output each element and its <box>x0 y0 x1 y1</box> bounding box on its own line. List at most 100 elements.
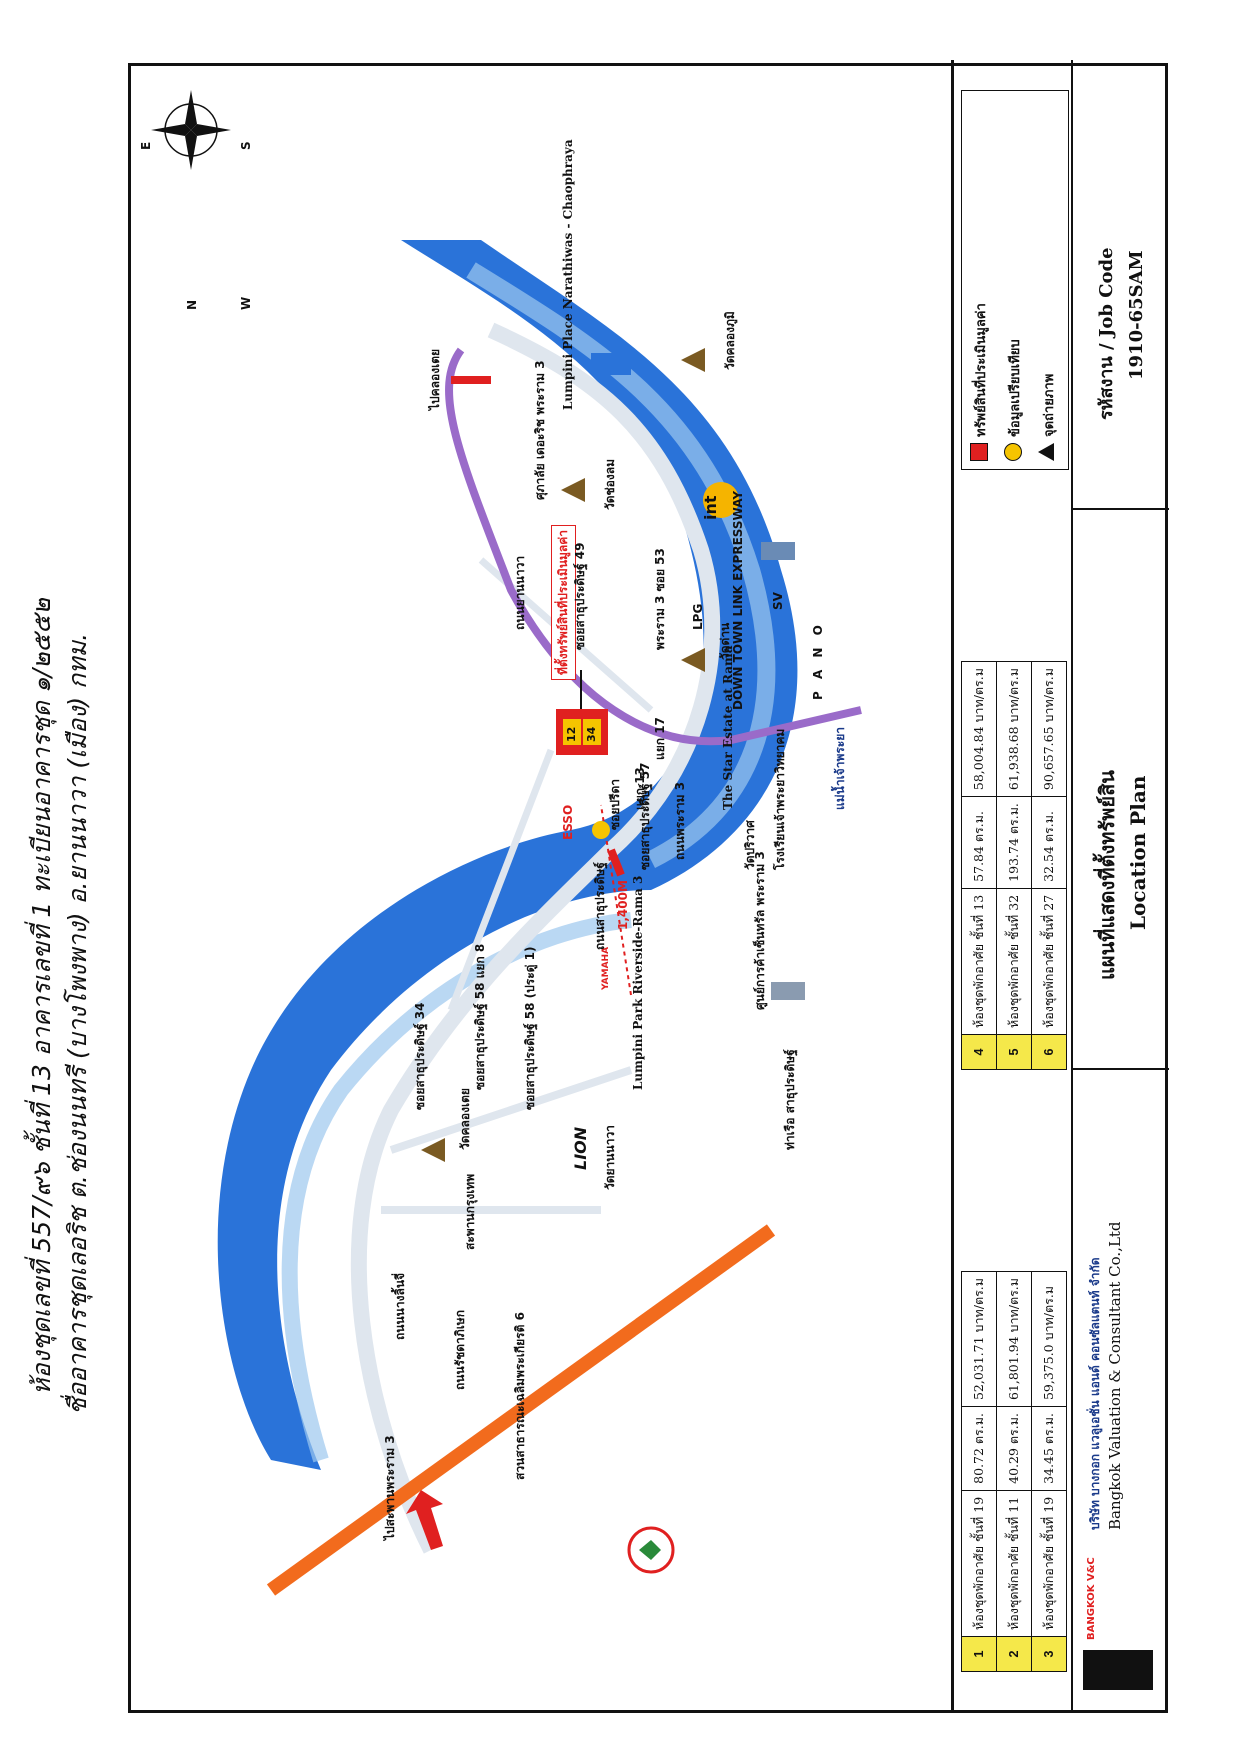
subject-badge-top: 12 <box>565 726 578 742</box>
orange-expressway <box>266 1224 776 1596</box>
compass-rose <box>151 90 231 170</box>
row-area: 40.29 ตร.ม. <box>996 1406 1032 1491</box>
central-rama3-label: ศูนย์การค้าเซ็นทรัล พระราม 3 <box>753 851 767 1010</box>
soi-13-label: แยก 13 <box>633 767 647 810</box>
table-row: 1 ห้องชุดพักอาศัย ชั้นที่ 19 80.72 ตร.ม.… <box>961 1271 997 1672</box>
esso-label: ESSO <box>561 804 575 840</box>
building-icon-3 <box>771 982 805 1000</box>
temple-icon-2 <box>561 478 585 502</box>
company-logo <box>1083 1650 1153 1690</box>
map-frame: N W S E ที่ตั้งทรัพย์สินที่ประเมินมูลค่า… <box>128 60 1169 1713</box>
job-code-label: รหัสงาน / Job Code <box>1096 247 1117 420</box>
row-area: 57.84 ตร.ม. <box>961 796 997 889</box>
compare-marker-2 <box>703 482 739 518</box>
compass-w: W <box>239 296 253 310</box>
row-number: 4 <box>961 1034 997 1070</box>
footer-divider <box>1071 60 1073 1710</box>
row-desc: ห้องชุดพักอาศัย ชั้นที่ 13 <box>961 888 997 1035</box>
temple-icon-3 <box>681 348 705 372</box>
yan-nawa-road-label: ถนนยานนาวา <box>513 555 527 630</box>
job-code-value: 1910-65SAM <box>1126 250 1147 380</box>
footer-sep-2 <box>1073 508 1169 510</box>
row-number: 3 <box>1031 1636 1067 1672</box>
row-price: 90,657.65 บาท/ตร.ม <box>1031 661 1067 797</box>
handwritten-line-1: ห้องชุดเลขที่ 557/๙๖ ชั้นที่ 13 อาคารเลข… <box>27 598 56 1395</box>
row-number: 2 <box>996 1636 1032 1672</box>
chao-phraya-label: แม่น้ำเจ้าพระยา <box>833 726 847 810</box>
compare-marker-1 <box>592 821 610 839</box>
soi-sathu-58-label: ซอยสาธุประดิษฐ์ 58 แยก 8 <box>473 943 487 1090</box>
distance-label: 1,400M <box>616 880 630 930</box>
school-label: โรงเรียนเจ้าพระยาวิทยาคม <box>773 728 787 870</box>
wat-chong-lom-label: วัดคลองภูมิ <box>723 311 737 370</box>
soi-sathu-34-label: ซอยสาธุประดิษฐ์ 34 <box>413 1002 427 1110</box>
building-icon-2 <box>761 542 795 560</box>
company-name-en: Bangkok Valuation & Consultant Co.,Ltd <box>1106 1221 1124 1530</box>
table-row: 3 ห้องชุดพักอาศัย ชั้นที่ 19 34.45 ตร.ม.… <box>1031 1271 1067 1672</box>
supalai-label: ศุภาลัย เดอะริช พระราม 3 <box>533 360 547 500</box>
ratchadaphisek-label: ถนนรัชดาภิเษก <box>453 1310 467 1390</box>
rama3-road-label: ถนนพระราม 3 <box>673 781 687 860</box>
compass-e: E <box>139 141 153 150</box>
soi-sathu-49-label: ซอยสาธุประดิษฐ์ 49 <box>573 542 587 650</box>
company-name-th: บริษัท บางกอก แวลูเอชั่น แอนด์ คอนซัลแตน… <box>1088 1257 1102 1530</box>
row-price: 59,375.0 บาท/ตร.ม <box>1031 1271 1067 1407</box>
row-price: 58,004.84 บาท/ตร.ม <box>961 661 997 797</box>
soi-prida-label: ซอยปรีดา <box>608 779 622 830</box>
to-klongtoey-label: ไปคลองเตย <box>428 348 442 410</box>
comparables-table-right: 4 ห้องชุดพักอาศัย ชั้นที่ 13 57.84 ตร.ม.… <box>961 661 1067 1070</box>
key-compare-label: ข้อมูลเปรียบเทียบ <box>1008 339 1023 437</box>
satupradit-road-label: ถนนสาธุประดิษฐ์ <box>593 862 607 950</box>
key-subject-label: ทรัพย์สินที่ประเมินมูลค่า <box>974 303 989 437</box>
arrow-to-rama3-bridge <box>406 1490 443 1550</box>
plan-title-en: Location Plan <box>1126 775 1150 930</box>
compass-n: N <box>185 299 199 310</box>
wat-yannawa-label: วัดยานนาวา <box>603 1125 617 1190</box>
building-icon-1 <box>591 353 631 375</box>
to-rama3-bridge-label: ไปสะพานพระราม 3 <box>383 1435 397 1540</box>
table-row: 6 ห้องชุดพักอาศัย ชั้นที่ 27 32.54 ตร.ม.… <box>1031 661 1067 1070</box>
wat-chong-nonsi-label: วัดช่องลม <box>603 458 617 510</box>
row-desc: ห้องชุดพักอาศัย ชั้นที่ 19 <box>961 1490 997 1637</box>
lion-label: LION <box>571 1126 590 1170</box>
bridge-label: สะพานกรุงเทพ <box>463 1173 477 1250</box>
footer-sep-1 <box>1073 1068 1169 1070</box>
row-desc: ห้องชุดพักอาศัย ชั้นที่ 19 <box>1031 1490 1067 1637</box>
table-row: 5 ห้องชุดพักอาศัย ชั้นที่ 32 193.74 ตร.ม… <box>996 661 1032 1070</box>
terminal-label: ท่าเรือ สาธุประดิษฐ์ <box>783 1049 797 1150</box>
row-desc: ห้องชุดพักอาศัย ชั้นที่ 27 <box>1031 888 1067 1035</box>
row-area: 80.72 ตร.ม. <box>961 1406 997 1491</box>
handwritten-line-2: ชื่ออาคารชุดเลอริช ต.ช่องนนทรี (บางโพงพา… <box>63 632 92 1415</box>
logo-text: BANGKOK V&C <box>1086 1557 1097 1640</box>
nanglinchi-label: ถนนนางลิ้นจี่ <box>393 1272 407 1340</box>
soi-sathu-58b-label: ซอยสาธุประดิษฐ์ 58 (ประดู่ 1) <box>523 946 537 1110</box>
key-photo-label: จุดถ่ายภาพ <box>1042 373 1057 437</box>
row-desc: ห้องชุดพักอาศัย ชั้นที่ 11 <box>996 1490 1032 1637</box>
row-area: 32.54 ตร.ม. <box>1031 796 1067 889</box>
yamaha-label: YAMAHA <box>601 946 611 990</box>
wat-khlong-toei-label: วัดคลองเตย <box>458 1088 472 1150</box>
table-row: 4 ห้องชุดพักอาศัย ชั้นที่ 13 57.84 ตร.ม.… <box>961 661 997 1070</box>
rama3-road <box>350 322 721 1554</box>
star-estate-label: The Star Estate at Rama <box>721 645 735 810</box>
int-label: int <box>701 495 720 520</box>
table-row: 2 ห้องชุดพักอาศัย ชั้นที่ 11 40.29 ตร.ม.… <box>996 1271 1032 1672</box>
row-number: 6 <box>1031 1034 1067 1070</box>
plan-title-th: แผนที่แสดงที่ตั้งทรัพย์สิน <box>1095 770 1119 980</box>
pano-label: P A N O <box>811 621 825 700</box>
downtown-expressway <box>445 347 862 746</box>
row-area: 34.45 ตร.ม. <box>1031 1406 1067 1491</box>
subject-badge-bottom: 34 <box>585 726 598 742</box>
rama3-53-label: พระราม 3 ซอย 53 <box>653 548 667 650</box>
map-key: ทรัพย์สินที่ประเมินมูลค่า ข้อมูลเปรียบเท… <box>961 90 1069 470</box>
subject-key-icon <box>970 443 988 461</box>
temple-icon-4 <box>681 648 705 672</box>
row-area: 193.74 ตร.ม. <box>996 796 1032 889</box>
lumpini-place-label: Lumpini Place Narathiwas - Chaophraya <box>561 139 575 410</box>
photo-key-icon <box>1038 443 1054 461</box>
comparables-table-left: 1 ห้องชุดพักอาศัย ชั้นที่ 19 80.72 ตร.ม.… <box>961 1271 1067 1672</box>
legend-divider <box>951 60 954 1710</box>
row-number: 5 <box>996 1034 1032 1070</box>
lumpini-park-label: Lumpini Park Riverside-Rama 3 <box>631 875 645 1090</box>
